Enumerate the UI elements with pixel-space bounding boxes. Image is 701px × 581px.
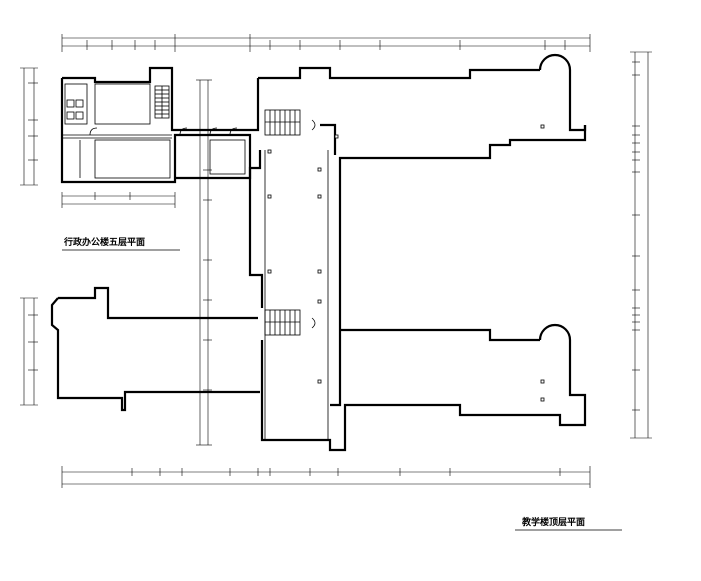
center-dimension-chain [196, 79, 212, 446]
admin-floor-title: 行政办公楼五层平面 [63, 236, 145, 247]
admin-office-plan [60, 66, 252, 208]
admin-doors [89, 127, 238, 136]
admin-stair [154, 85, 170, 119]
lower-left-wing [50, 286, 260, 412]
lower-stair [264, 309, 301, 336]
structural-columns [267, 124, 545, 402]
bottom-dimension-chain [61, 466, 591, 488]
upper-stair [264, 109, 301, 136]
right-dimension-chain [630, 51, 652, 439]
top-dimension-chain [61, 34, 591, 52]
teaching-floor-title: 教学楼顶层平面 [521, 516, 585, 527]
left-dimension-chain [20, 67, 38, 406]
toilet-fixtures [66, 99, 84, 120]
teaching-building-plan [248, 53, 587, 452]
core-doors [311, 119, 316, 329]
